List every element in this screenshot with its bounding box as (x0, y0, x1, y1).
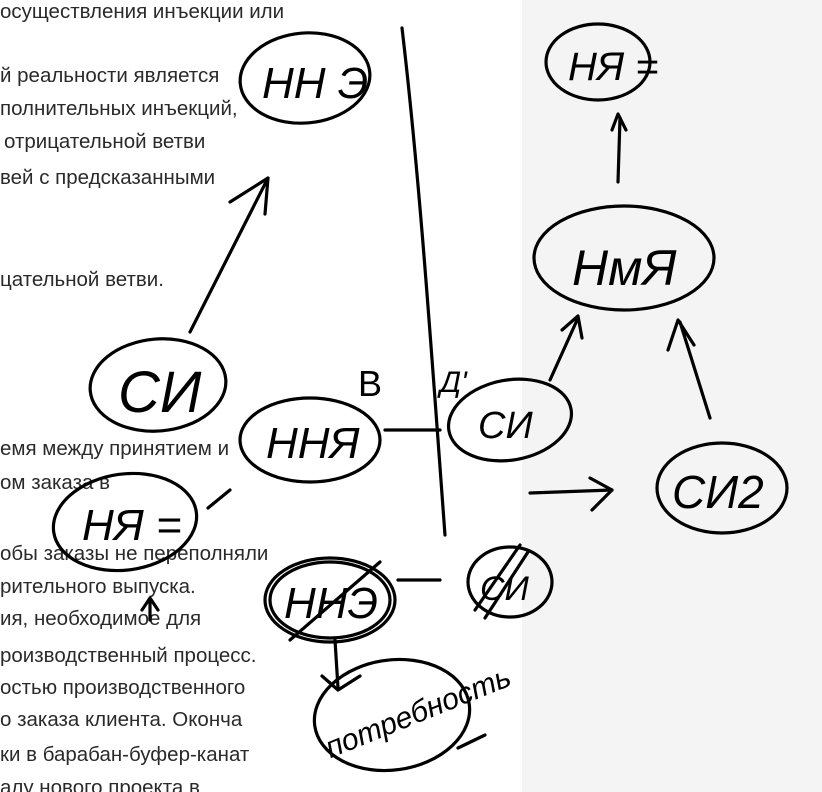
arrow-line (528, 488, 614, 495)
arrow-head (610, 112, 628, 132)
arrow-line (678, 320, 712, 420)
doc-line: полнительных инъекций, (0, 97, 238, 120)
node-label: потребность (321, 660, 516, 764)
doc-line: рительного выпуска. (0, 575, 196, 598)
node-label: СИ (478, 405, 533, 447)
arrow-line (616, 116, 622, 184)
letter-d: Д' (437, 366, 468, 399)
node-nmya: НмЯ (532, 204, 716, 312)
arrow-line (548, 316, 580, 382)
node-ni-left: СИ (88, 337, 228, 433)
dash-mark (206, 488, 232, 510)
doc-line: роизводственный процесс. (0, 644, 257, 667)
tail-mark (456, 733, 487, 750)
doc-line: ки в барабан-буфер-канат (0, 743, 250, 766)
node-label: НН Э (262, 59, 368, 108)
doc-line: вей с предсказанными (0, 166, 216, 189)
arrow-head (320, 674, 362, 692)
node-label: НЯ = (568, 45, 659, 89)
arrow-head (560, 314, 584, 340)
doc-line: алу нового проекта в (0, 776, 200, 792)
arrow-head (666, 318, 696, 352)
vertical-divider-line (400, 26, 447, 537)
cross-strike (473, 543, 530, 620)
node-label: СИ2 (672, 466, 764, 518)
node-label: НмЯ (572, 240, 677, 296)
doc-line: осуществления инъекции или (0, 0, 285, 23)
side-panel (522, 0, 822, 792)
letter-b: В (358, 363, 382, 404)
node-label: НЯ = (82, 501, 182, 550)
node-ni-center: СИ (446, 377, 574, 463)
node-ni2: СИ2 (655, 441, 789, 535)
arrow-head (228, 176, 270, 216)
cross-strike (288, 560, 382, 642)
node-nya-top-right: НЯ = (544, 22, 659, 102)
node-label: ННЯ (266, 419, 361, 468)
node-nya-left: НЯ = (51, 471, 199, 573)
node-nne-crossed: ННЭ (263, 556, 397, 644)
doc-line: отрицательной ветви (4, 130, 206, 153)
doc-line: й реальности является (0, 64, 220, 87)
arrow-head (588, 476, 614, 512)
doc-line: цательной ветви. (0, 268, 164, 291)
node-nne-top: НН Э (238, 31, 372, 125)
doc-line: емя между принятием и (0, 437, 230, 460)
doc-line: обы заказы не переполняли (0, 542, 269, 565)
node-nnya-mid: ННЯ (238, 396, 382, 484)
node-label: СИ (118, 360, 202, 425)
node-crossed-small: СИ (466, 543, 554, 620)
arrow-line (188, 176, 270, 334)
doc-line: остью производственного (0, 676, 246, 699)
arrow-up-small (140, 596, 160, 622)
doc-line: о заказа клиента. Оконча (0, 708, 243, 731)
doc-line: ом заказа в (0, 471, 110, 494)
